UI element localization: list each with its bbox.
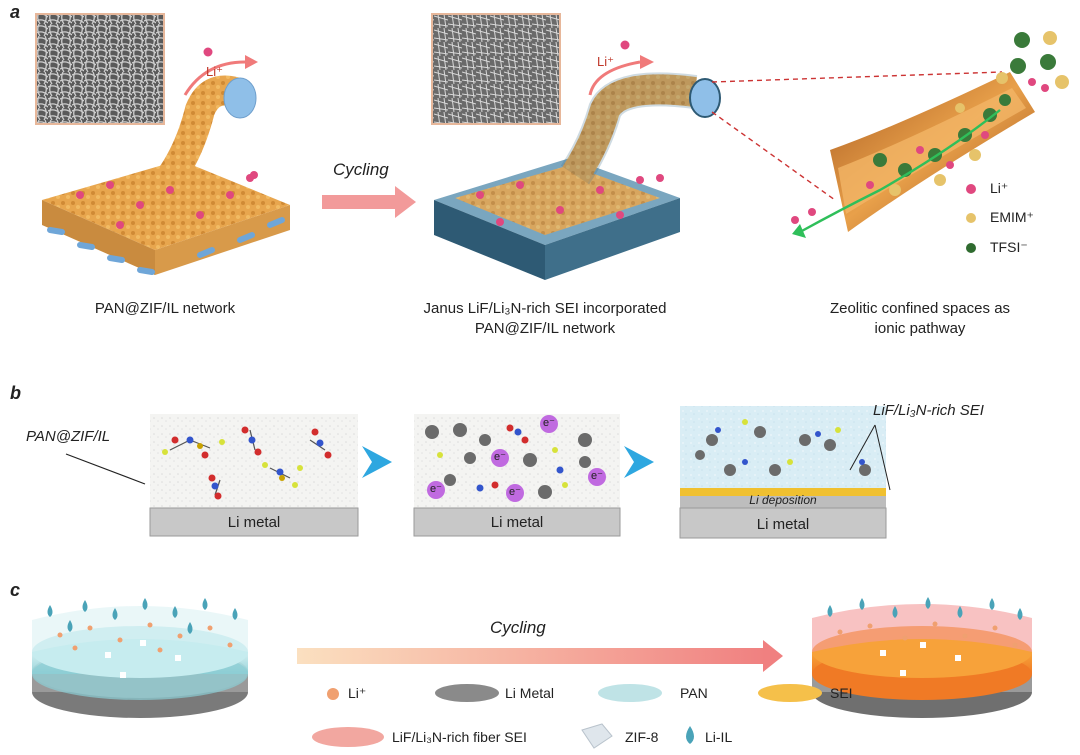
caption-right-line-1: Zeolitic confined spaces as — [829, 300, 1011, 317]
cycling-label-a: Cycling — [333, 160, 389, 179]
zoom-line-top — [711, 71, 1003, 83]
panel-a-middle-network — [431, 13, 721, 280]
sei-label: LiF/Li₃N-rich SEI — [873, 402, 984, 419]
panel-label-c: c — [10, 580, 21, 600]
disc-icon — [598, 684, 662, 702]
legend-c-zif8: ZIF-8 — [625, 729, 659, 745]
pan-zif-il-label: PAN@ZIF/IL — [26, 428, 111, 445]
legend-c-li: Li⁺ — [348, 685, 367, 701]
legend-c-pan: PAN — [680, 685, 708, 701]
sem-image-middle — [431, 13, 561, 125]
zoom-line-bottom — [711, 111, 836, 201]
legend-c-li-il: Li-IL — [705, 729, 733, 745]
pointer-line-sei-1 — [849, 424, 876, 471]
cycling-arrow-a — [322, 186, 416, 218]
cycling-arrow-c — [297, 648, 767, 664]
li-metal-label-3: Li metal — [756, 516, 810, 533]
panel-a-left-network — [35, 13, 290, 275]
panel-label-a: a — [10, 2, 21, 22]
panel-b-stage-3 — [679, 406, 887, 539]
disc-icon — [312, 727, 384, 747]
panel-c-left-disc — [32, 598, 248, 718]
li-metal-label-1: Li metal — [227, 514, 281, 531]
disc-icon — [435, 684, 499, 702]
panel-a-legend-markers — [966, 184, 976, 253]
electron-label: e⁻ — [543, 417, 555, 429]
legend-a-li: Li⁺ — [990, 180, 1009, 196]
panel-b-stage-2 — [413, 414, 621, 537]
legend-a-tfsi: TFSI⁻ — [990, 239, 1028, 255]
panel-b-stage-1 — [149, 414, 359, 537]
electron-label: e⁻ — [430, 483, 442, 495]
caption-right-line-2: ionic pathway — [874, 320, 966, 337]
legend-c-fiber-sei: LiF/Li₃N-rich fiber SEI — [392, 729, 527, 745]
cycling-label-c: Cycling — [490, 618, 546, 637]
li-metal-label-2: Li metal — [490, 514, 544, 531]
legend-a-emim: EMIM⁺ — [990, 209, 1034, 225]
legend-c-li-metal: Li Metal — [505, 685, 555, 701]
droplet-icon — [686, 726, 694, 744]
pointer-line-pan — [65, 453, 146, 485]
cycling-arrow-c-head — [763, 640, 783, 672]
sem-image-left — [35, 13, 165, 125]
caption-middle-line-1: Janus LiF/Li₃N-rich SEI incorporated — [423, 300, 667, 317]
disc-icon — [758, 684, 822, 702]
legend-c-sei: SEI — [830, 685, 853, 701]
panel-c-right-disc — [812, 597, 1032, 718]
li-ion-label-2: Li⁺ — [597, 54, 614, 69]
electron-label: e⁻ — [494, 451, 506, 463]
caption-left: PAN@ZIF/IL network — [94, 300, 236, 317]
panel-label-b: b — [10, 383, 21, 403]
process-arrow-2 — [624, 446, 654, 478]
li-deposition-label: Li deposition — [749, 493, 817, 507]
process-arrow-1 — [362, 446, 392, 478]
pointer-line-sei-2 — [874, 424, 891, 491]
sphere-icon — [327, 688, 339, 700]
zeolitic-channel — [791, 31, 1069, 238]
electron-label: e⁻ — [591, 470, 603, 482]
caption-middle-line-2: PAN@ZIF/IL network — [474, 320, 616, 337]
crystal-icon — [581, 723, 613, 749]
li-ion-label-1: Li⁺ — [206, 64, 223, 79]
electron-label: e⁻ — [509, 486, 521, 498]
